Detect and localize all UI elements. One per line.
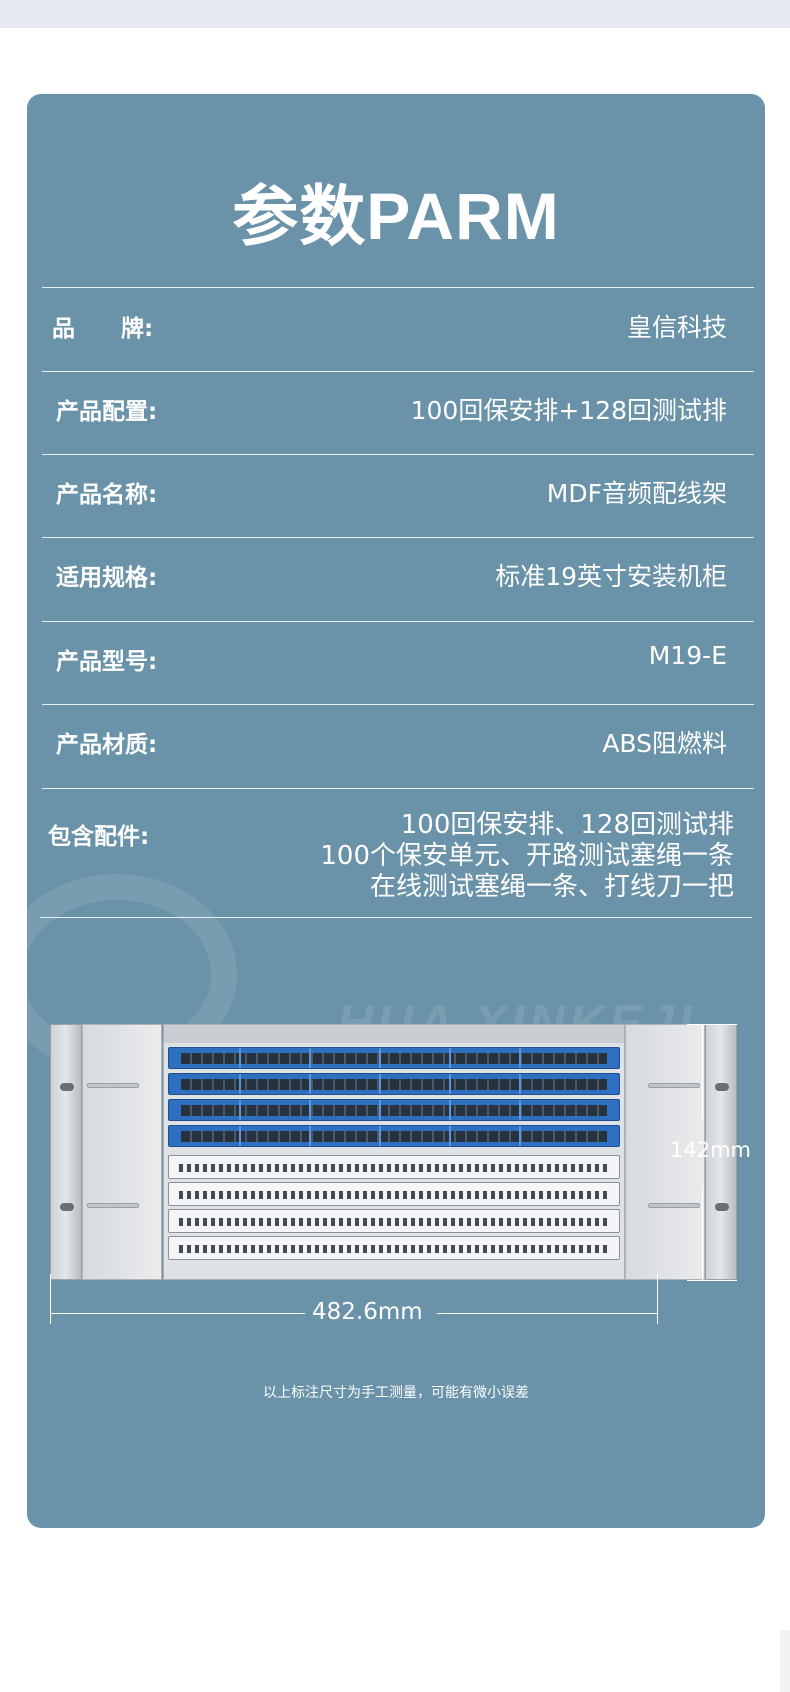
- spec-label-configuration: 产品配置:: [56, 399, 158, 425]
- row-divider: [42, 371, 754, 372]
- product-illustration: [50, 1024, 740, 1354]
- edge-marker: [780, 1630, 790, 1692]
- includes-line: 在线测试塞绳一条、打线刀一把: [369, 872, 734, 902]
- top-strip: [0, 0, 790, 28]
- spec-value-configuration: 100回保安排+128回测试排: [410, 396, 727, 425]
- row-divider: [42, 788, 754, 789]
- row-divider: [42, 537, 754, 538]
- spec-label-material: 产品材质:: [56, 732, 158, 758]
- spec-label-includes: 包含配件:: [48, 824, 150, 850]
- protection-strip: [168, 1073, 620, 1095]
- height-dimension-bottom-tick: [687, 1280, 737, 1281]
- spec-value-applicable-spec: 标准19英寸安装机柜: [495, 562, 727, 591]
- includes-list: 100回保安排、128回测试排 100个保安单元、开路测试塞绳一条 在线测试塞绳…: [320, 810, 734, 903]
- protection-strip: [168, 1047, 620, 1069]
- row-divider: [42, 287, 754, 288]
- includes-line: 100回保安排、128回测试排: [400, 810, 734, 840]
- measurement-note: 以上标注尺寸为手工测量，可能有微小误差: [263, 1385, 529, 1401]
- row-divider: [42, 704, 754, 705]
- panel-slot: [648, 1203, 700, 1208]
- width-dimension-right-tick: [657, 1274, 658, 1324]
- mount-hole-icon: [715, 1203, 729, 1211]
- panel-slot: [648, 1083, 700, 1088]
- mount-hole-icon: [60, 1083, 74, 1091]
- frame-interior: [163, 1024, 625, 1280]
- test-strip: [168, 1182, 620, 1206]
- height-dimension-line: [702, 1024, 703, 1119]
- left-rack-ear: [50, 1024, 82, 1280]
- protection-strip: [168, 1099, 620, 1121]
- row-divider: [42, 621, 754, 622]
- title-cn: 参数: [232, 178, 367, 255]
- width-dimension-label: 482.6mm: [312, 1299, 423, 1325]
- spec-label-model: 产品型号:: [56, 649, 158, 675]
- spec-value-product-name: MDF音频配线架: [546, 479, 727, 508]
- test-strip: [168, 1209, 620, 1233]
- mount-hole-icon: [60, 1203, 74, 1211]
- spec-value-model: M19-E: [648, 641, 727, 670]
- test-strip: [168, 1155, 620, 1179]
- page-title: 参数PARM: [27, 176, 765, 257]
- height-dimension-line: [702, 1186, 703, 1280]
- row-divider: [40, 917, 752, 918]
- width-dimension-left-tick: [50, 1274, 51, 1324]
- frame-top-rail: [164, 1025, 624, 1043]
- protection-strip: [168, 1125, 620, 1147]
- test-strip: [168, 1236, 620, 1260]
- mount-hole-icon: [715, 1083, 729, 1091]
- parameters-card: HUA XINKEJI 参数PARM 品 牌: 皇信科技 产品配置: 100回保…: [27, 94, 765, 1528]
- panel-slot: [87, 1203, 139, 1208]
- spec-value-brand: 皇信科技: [626, 313, 727, 342]
- spec-label-product-name: 产品名称:: [56, 482, 158, 508]
- height-dimension-top-tick: [687, 1024, 737, 1025]
- spec-label-applicable-spec: 适用规格:: [56, 565, 158, 591]
- spec-value-material: ABS阻燃料: [602, 729, 727, 758]
- width-dimension-line: [50, 1313, 305, 1314]
- title-en: PARM: [366, 179, 560, 253]
- left-side-panel: [82, 1024, 162, 1280]
- width-dimension-line: [437, 1313, 657, 1314]
- right-rack-ear: [705, 1024, 737, 1280]
- right-side-panel: [625, 1024, 705, 1280]
- row-divider: [42, 454, 754, 455]
- panel-slot: [87, 1083, 139, 1088]
- spec-label-brand: 品 牌:: [52, 316, 154, 342]
- includes-line: 100个保安单元、开路测试塞绳一条: [320, 841, 734, 871]
- height-dimension-label: 142mm: [670, 1138, 751, 1162]
